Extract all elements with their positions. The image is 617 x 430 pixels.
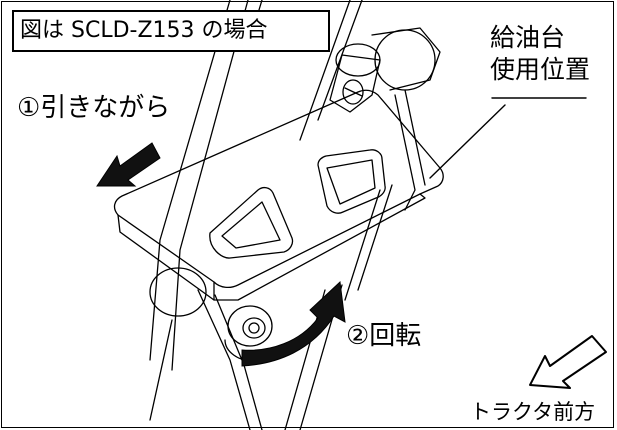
frame-structure — [149, 0, 393, 430]
pull-arrow — [96, 142, 161, 187]
fuel-stand-label-line-2: 使用位置 — [490, 55, 591, 84]
fuel-stand-label-line-1: 給油台 — [490, 23, 566, 52]
model-caption: 図は SCLD-Z153 の場合 — [12, 10, 330, 52]
rotate-arrow — [241, 280, 346, 367]
lower-pivot — [149, 267, 273, 361]
tractor-front-label: トラクタ前方 — [470, 400, 596, 424]
hinge-bracket — [329, 27, 441, 211]
step2-label: ②回転 — [346, 321, 422, 351]
fuel-stand-position-label: 給油台 使用位置 — [490, 22, 590, 86]
step1-label: ①引きながら — [17, 93, 171, 123]
front-direction-arrow — [529, 335, 607, 389]
leader-line — [429, 104, 506, 179]
